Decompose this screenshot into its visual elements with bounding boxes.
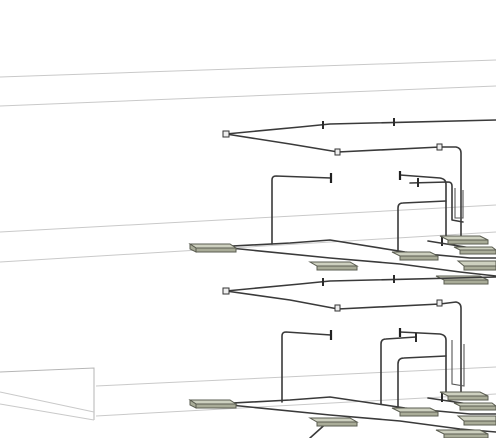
upper-riser-mid[interactable] (397, 200, 447, 251)
lower-fixture-5[interactable] (453, 402, 496, 411)
lower-valve-1[interactable] (334, 304, 341, 312)
lower-main-pipe-top[interactable] (225, 276, 496, 292)
upper-fixture-5[interactable] (453, 246, 496, 255)
wall-diagonal-2 (0, 403, 95, 421)
guide-line-5 (95, 366, 496, 387)
lower-fixture-2[interactable] (308, 417, 359, 427)
wall-diagonal (0, 391, 95, 413)
lower-fixture-3[interactable] (391, 407, 439, 417)
upper-valve-2[interactable] (436, 143, 443, 151)
lower-riser-left[interactable] (281, 331, 332, 403)
upper-main-pipe-return[interactable] (225, 133, 462, 241)
upper-riser-bracket (454, 188, 464, 219)
lower-fixture-1[interactable] (188, 399, 238, 409)
upper-fixture-3[interactable] (391, 251, 439, 261)
upper-fixture-4[interactable] (439, 235, 489, 245)
lower-riser-bracket (451, 340, 465, 387)
lower-fixture-6[interactable] (456, 415, 496, 426)
upper-branch-left[interactable] (213, 239, 496, 259)
upper-main-pipe-top[interactable] (225, 119, 496, 135)
lower-fixture-7[interactable] (435, 429, 489, 438)
lower-riser-mid[interactable] (380, 336, 417, 405)
upper-fixture-2[interactable] (308, 261, 359, 271)
guide-line-1 (0, 59, 496, 78)
upper-fixture-6[interactable] (456, 260, 496, 271)
upper-branch-right[interactable] (229, 247, 496, 277)
upper-fixture-7[interactable] (435, 275, 489, 285)
lower-main-pipe-return[interactable] (225, 290, 462, 397)
lower-fixture-4[interactable] (439, 391, 489, 401)
guide-line-4 (0, 231, 496, 263)
guide-line-2 (0, 85, 496, 107)
upper-riser-top[interactable] (399, 174, 447, 237)
upper-riser-inner[interactable] (409, 181, 464, 223)
level-lower[interactable] (188, 275, 496, 438)
guide-line-3 (0, 204, 496, 233)
lower-end-valve[interactable] (222, 287, 230, 295)
upper-fixture-1[interactable] (188, 243, 238, 253)
lower-riser-inner[interactable] (397, 355, 447, 411)
upper-valve-1[interactable] (334, 148, 341, 156)
upper-end-valve[interactable] (222, 130, 230, 138)
lower-branch-right[interactable] (229, 404, 496, 433)
level-upper[interactable] (188, 118, 496, 285)
wall-outline (0, 367, 95, 420)
lower-riser-top[interactable] (399, 331, 447, 395)
upper-riser-left[interactable] (271, 175, 332, 245)
guide-lines (0, 59, 496, 421)
lower-branch-left[interactable] (213, 396, 496, 415)
lower-valve-2[interactable] (436, 299, 443, 307)
